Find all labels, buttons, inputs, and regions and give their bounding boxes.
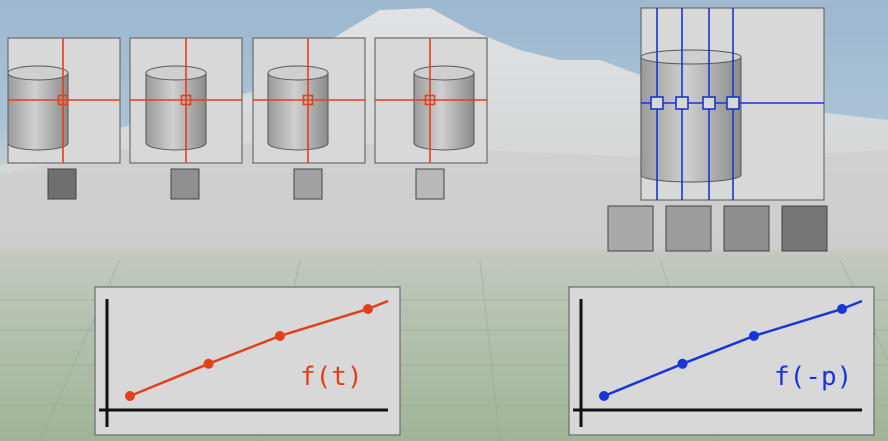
right-frame (607, 7, 828, 252)
frame-1 (7, 37, 121, 200)
sample-marker (180, 94, 192, 106)
sample-marker (424, 94, 436, 106)
frame-content (413, 65, 475, 151)
sample-swatch (47, 168, 77, 200)
cylinder-body (413, 72, 475, 151)
cylinder-top (145, 65, 207, 81)
frame-3 (252, 37, 366, 200)
cylinder-body (8, 72, 69, 151)
left-frames (7, 37, 488, 200)
sample-swatch-4 (781, 205, 828, 252)
sample-swatch (415, 168, 445, 200)
plot-point-4 (363, 304, 373, 314)
cylinder-top (8, 65, 69, 81)
cylinder-body (640, 56, 742, 183)
sample-marker-3 (702, 96, 716, 110)
cylinder-top (640, 49, 742, 65)
sample-marker-2 (675, 96, 689, 110)
plot-point-2 (677, 358, 688, 369)
plot-point-3 (274, 330, 285, 341)
sample-marker-1 (650, 96, 664, 110)
sample-swatch-2 (665, 205, 712, 252)
cylinder-body (267, 72, 329, 151)
plot-label: f(t) (300, 362, 363, 392)
sample-swatch (170, 168, 200, 200)
right-plot: f(-p) (568, 286, 875, 436)
plot-panel (94, 286, 401, 436)
plot-label: f(-p) (774, 362, 852, 392)
frame-content (145, 65, 207, 151)
plot-point-3 (748, 330, 759, 341)
left-plot: f(t) (94, 286, 401, 436)
frame-content (267, 65, 329, 151)
sample-marker-4 (726, 96, 740, 110)
sample-swatch-3 (723, 205, 770, 252)
frame-content (8, 65, 69, 151)
cylinder-top (413, 65, 475, 81)
sample-swatch (293, 168, 323, 200)
sample-marker (57, 94, 69, 106)
plot-point-1 (599, 391, 609, 401)
frame-multi (607, 7, 828, 252)
plot-point-4 (837, 304, 847, 314)
sample-swatch-1 (607, 205, 654, 252)
cylinder-body (145, 72, 207, 151)
frame-4 (374, 37, 488, 200)
cylinder-top (267, 65, 329, 81)
plot-point-1 (125, 391, 135, 401)
plot-point-2 (203, 358, 214, 369)
plot-panel (568, 286, 875, 436)
sample-marker (302, 94, 314, 106)
frame-2 (129, 37, 243, 200)
